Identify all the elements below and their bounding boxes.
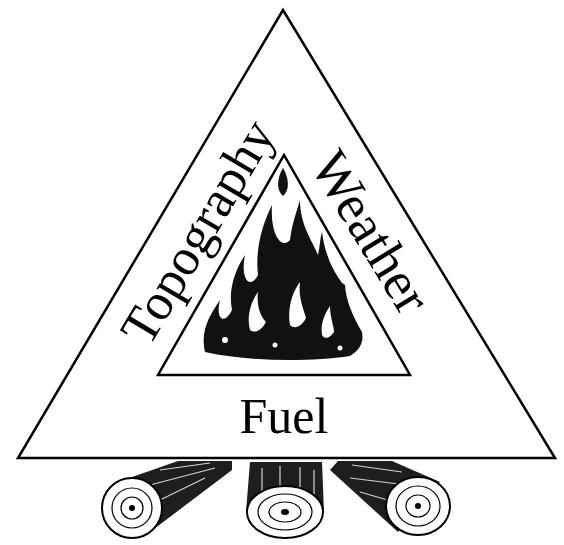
log-pile bbox=[102, 461, 450, 538]
factor-label: Topography bbox=[112, 111, 284, 353]
factor-label: Fuel bbox=[240, 391, 329, 441]
factor-label: Weather bbox=[302, 142, 441, 323]
